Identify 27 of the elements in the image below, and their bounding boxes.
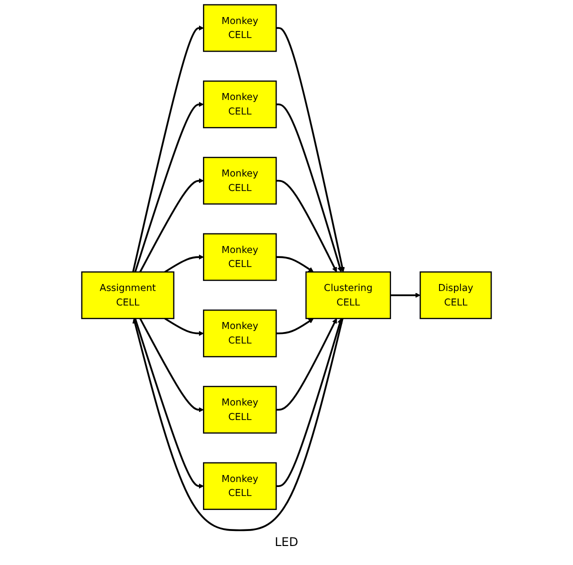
note-text: LED xyxy=(274,535,298,549)
node-box: Monkey CELL xyxy=(202,4,277,52)
arrow xyxy=(139,178,204,272)
arrow xyxy=(139,318,204,412)
arrow xyxy=(164,254,204,273)
node-box: Monkey CELL xyxy=(202,462,277,510)
arrow xyxy=(134,102,204,272)
arrow xyxy=(276,180,337,272)
arrow xyxy=(276,318,314,334)
arrow xyxy=(132,318,344,532)
node-box: Monkey CELL xyxy=(202,80,277,128)
node-box: Monkey CELL xyxy=(202,233,277,281)
node-box: Monkey CELL xyxy=(202,386,277,434)
arrow xyxy=(276,318,337,411)
node-box: Display CELL xyxy=(420,271,492,320)
arrow xyxy=(276,256,314,272)
arrow xyxy=(276,318,342,487)
node-box: Assignment CELL xyxy=(81,271,174,320)
node-box: Clustering CELL xyxy=(305,271,392,320)
arrow xyxy=(276,27,345,272)
arrow xyxy=(276,103,342,272)
arrow xyxy=(390,292,420,298)
node-box: Monkey CELL xyxy=(202,156,277,205)
arrow xyxy=(164,318,204,336)
arrow xyxy=(134,318,204,489)
arrow xyxy=(132,25,204,272)
node-box: Monkey CELL xyxy=(202,310,277,358)
